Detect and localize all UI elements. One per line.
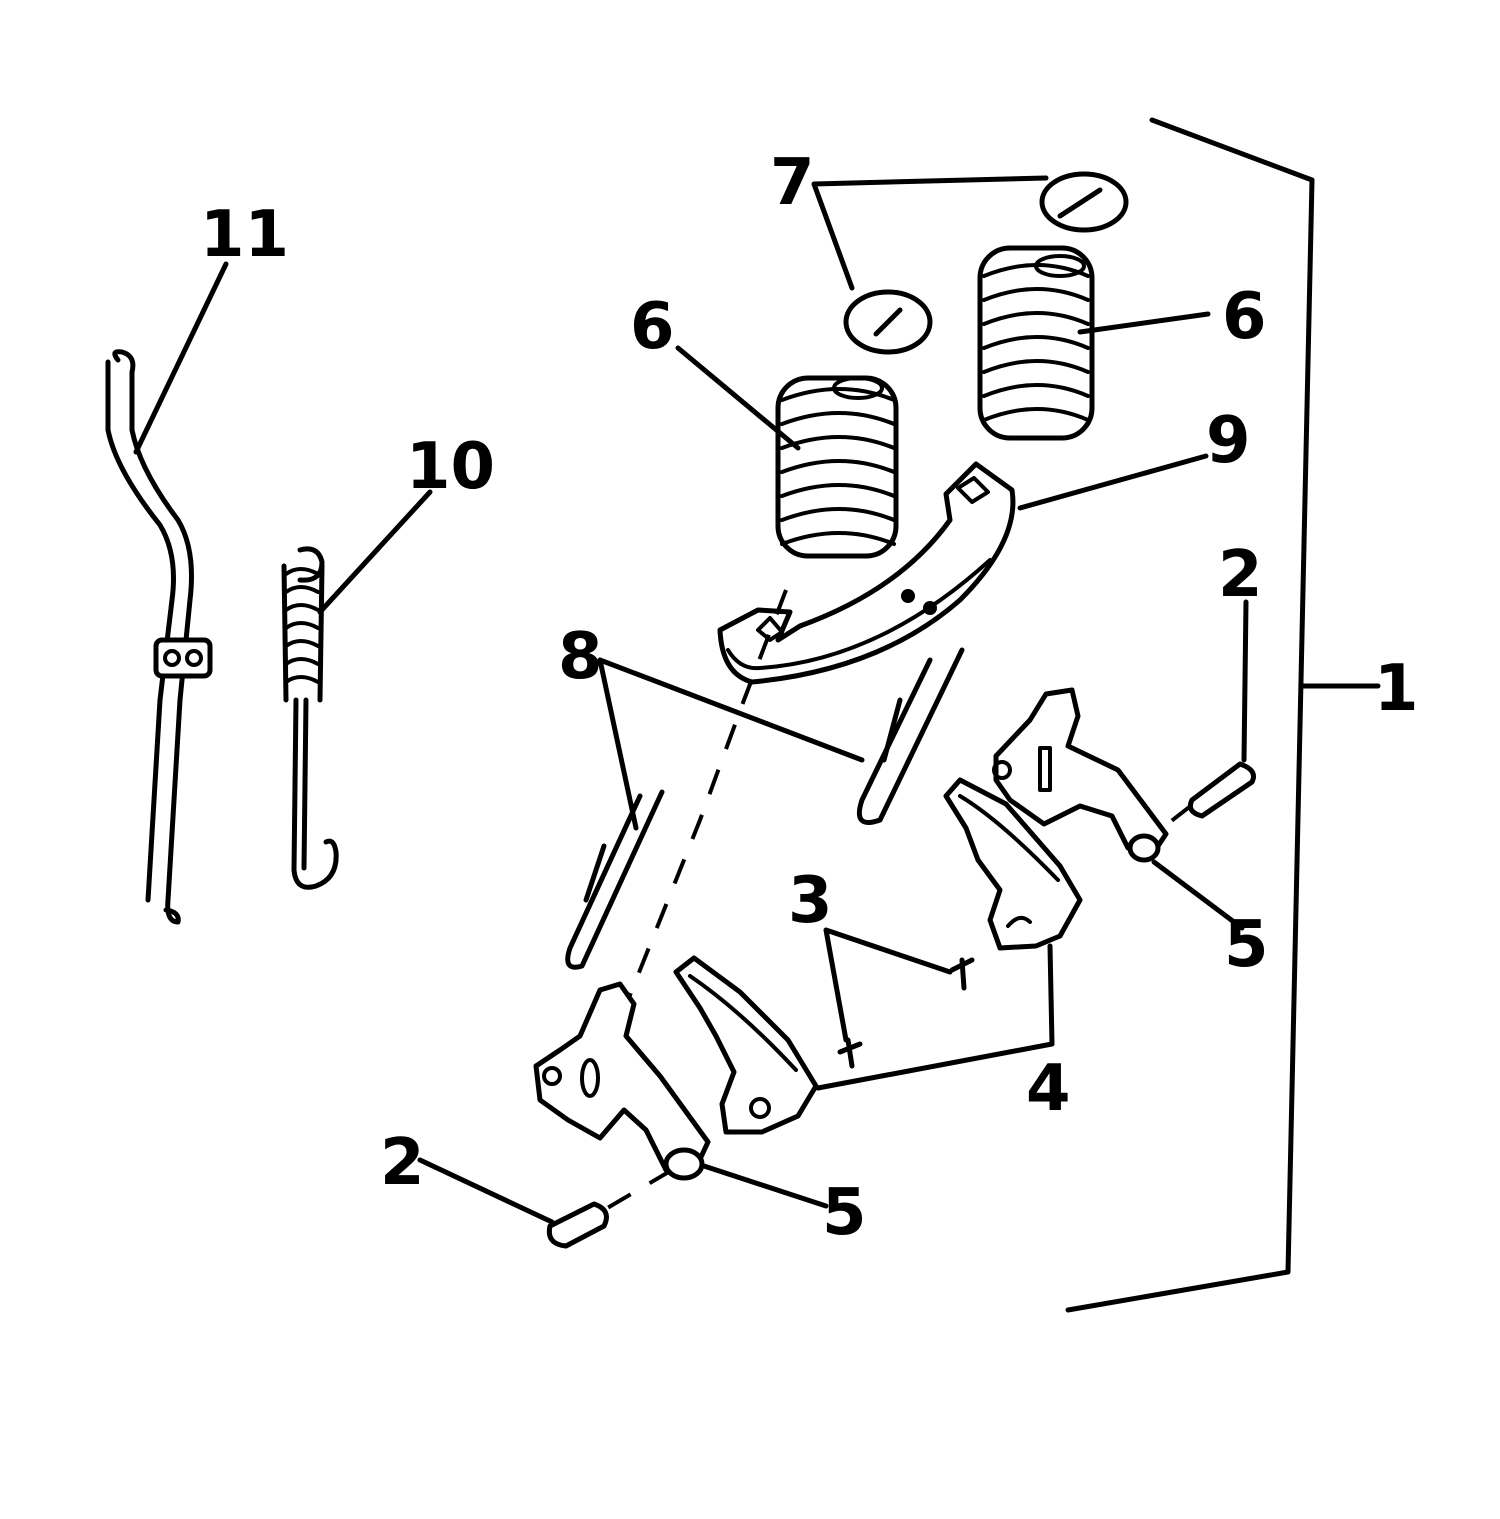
part-2-pin-left — [546, 1201, 609, 1249]
callout-5-right: 5 — [1224, 908, 1269, 982]
leader-2-left — [417, 1157, 555, 1225]
leader-2-right — [1241, 599, 1249, 763]
callout-2-left: 2 — [380, 1126, 425, 1200]
part-8-pin-lower — [565, 789, 665, 970]
callout-6-right: 6 — [1222, 280, 1267, 354]
leader-4 — [815, 943, 1055, 1091]
leader-6-left — [675, 345, 801, 451]
part-7-cap-right — [1039, 171, 1129, 233]
callout-5-left: 5 — [822, 1176, 867, 1250]
part-9-plate — [717, 461, 1016, 685]
callout-4: 4 — [1026, 1052, 1071, 1126]
leader-5-left — [701, 1163, 829, 1209]
part-6-spring-left — [775, 375, 899, 559]
part-3-key-upper — [949, 957, 975, 991]
part-10-spring — [281, 546, 339, 890]
part-3-key-lower — [837, 1037, 863, 1069]
leader-6-right — [1077, 311, 1211, 335]
assembly-bracket — [1065, 117, 1315, 1313]
part-8-pin-upper — [856, 647, 965, 825]
callout-2-right: 2 — [1218, 538, 1263, 612]
callout-1: 1 — [1374, 652, 1419, 726]
leader-8 — [597, 657, 865, 831]
callout-3: 3 — [788, 864, 833, 938]
part-4-arm-lower-left — [533, 981, 711, 1181]
part-7-cap-left — [843, 289, 933, 355]
leader-5-right — [1151, 859, 1245, 931]
leader-9 — [1017, 453, 1209, 511]
callout-11: 11 — [200, 198, 289, 272]
callout-9: 9 — [1206, 404, 1251, 478]
callout-10: 10 — [406, 430, 495, 504]
callout-8: 8 — [558, 620, 603, 694]
callout-7: 7 — [770, 146, 815, 220]
part-11-rod — [105, 349, 213, 925]
leader-7 — [811, 175, 1049, 291]
part-4-arm-upper-right — [992, 687, 1169, 863]
part-4-arm-lower-right — [673, 955, 819, 1135]
part-6-spring-right — [977, 245, 1095, 441]
callout-6-left: 6 — [630, 290, 675, 364]
leader-10 — [317, 489, 433, 615]
part-4-arm-upper-left — [943, 777, 1083, 951]
leader-11 — [133, 261, 229, 455]
part-2-pin-right — [1187, 761, 1256, 819]
leader-3 — [823, 927, 953, 1043]
centre-line-left — [596, 589, 788, 1091]
